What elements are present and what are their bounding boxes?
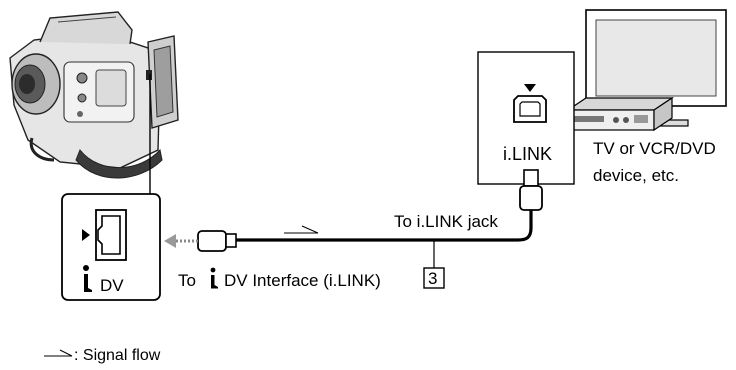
tv-vcr-illustration [566, 9, 727, 132]
legend: : Signal flow [44, 347, 161, 364]
ilink-cable [164, 169, 543, 252]
callout-number: 3 [428, 269, 437, 288]
ilink-port-label: i.LINK [503, 144, 552, 164]
legend-signal-arrow-icon [44, 349, 73, 357]
signal-flow-arrow-icon [284, 225, 319, 234]
to-ilink-jack-label: To i.LINK jack [394, 212, 498, 231]
camcorder-dv-panel: DV [61, 193, 161, 301]
i-link-inline-icon [210, 267, 218, 289]
callout-box [423, 267, 445, 289]
triangle-down-icon [524, 84, 536, 92]
signal-flow-label: : Signal flow [74, 347, 161, 364]
tv-ilink-panel: i.LINK [477, 51, 575, 185]
triangle-right-icon [82, 229, 90, 241]
dv-label: DV [100, 276, 124, 295]
to-dv-interface-prefix: To [178, 271, 196, 290]
camcorder-illustration [9, 11, 179, 179]
device-caption-line2: device, etc. [593, 166, 679, 185]
device-caption-line1: TV or VCR/DVD [593, 139, 716, 158]
to-dv-interface-label: DV Interface (i.LINK) [224, 271, 381, 290]
i-link-icon [83, 265, 92, 292]
